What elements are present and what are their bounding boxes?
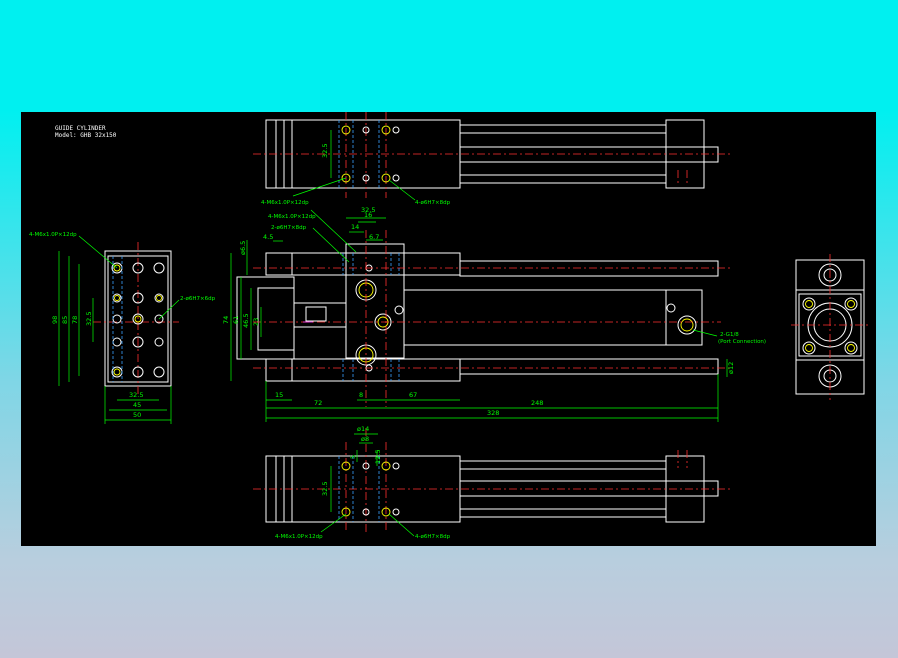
dim-98: 98 <box>51 316 59 324</box>
dim-74: 74 <box>222 316 230 324</box>
dim-85: 85 <box>61 316 69 324</box>
note-side-pin: 2-ø6H7×6dp <box>180 296 216 302</box>
dim-67: 67 <box>409 391 417 399</box>
note-port-sub: (Port Connection) <box>718 339 766 345</box>
note-top-pin: 4-ø6H7×8dp <box>415 200 451 206</box>
dim-15: 15 <box>275 391 283 399</box>
dim-6-7: 6.7 <box>369 233 379 241</box>
note-bottom-thread: 4-M6x1.0P×12dp <box>275 534 323 540</box>
dim-top-32-5: 32.5 <box>321 144 329 158</box>
dim-16: 16 <box>364 211 372 219</box>
right-end-view <box>791 254 869 400</box>
note-top-thread: 4-M6x1.0P×12dp <box>261 200 309 206</box>
dim-mid-32-5: 32.5 <box>361 206 375 214</box>
dim-bot-12-5: 12.5 <box>374 450 382 464</box>
note-side-thread: 4-M6x1.0P×12dp <box>29 232 77 238</box>
dim-side-bottom-32-5: 32.5 <box>129 391 143 399</box>
dim-4-5: 4.5 <box>263 233 273 241</box>
drawing-viewport[interactable]: GUIDE CYLINDER Model: GHB 32x150 32.5 4-… <box>21 112 876 546</box>
dim-61: 61 <box>232 316 240 324</box>
front-view: 32.5 16 14 6.7 4.5 ø6.5 4-M6x1.0P×12dp 2… <box>222 206 766 422</box>
note-bottom-pin: 4-ø6H7×8dp <box>415 534 451 540</box>
dim-side-32-5: 32.5 <box>85 312 93 326</box>
bottom-view: ø14 ø8 12.5 5 32.5 4-M6x1.0P×12dp 4-ø6H7… <box>253 425 731 540</box>
dim-46-5: 46.5 <box>242 314 250 328</box>
dim-8: 8 <box>359 391 363 399</box>
dim-rod-12: ø12 <box>727 362 735 374</box>
dim-6-5: ø6.5 <box>239 241 247 255</box>
dim-328: 328 <box>487 409 499 417</box>
dim-248: 248 <box>531 399 543 407</box>
note-mid-pin: 2-ø6H7×8dp <box>271 225 307 231</box>
dim-bot-32-5: 32.5 <box>321 482 329 496</box>
dim-45: 45 <box>133 401 141 409</box>
dim-50: 50 <box>133 411 141 419</box>
drawing-model: Model: GHB 32x150 <box>55 132 117 139</box>
dim-bot-14: ø14 <box>357 425 369 433</box>
dim-14: 14 <box>351 223 359 231</box>
dim-23: 23 <box>252 318 260 326</box>
left-side-view: 98 85 78 32.5 32.5 45 50 4-M6x1.0P×12dp … <box>29 232 216 424</box>
note-mid-thread: 4-M6x1.0P×12dp <box>268 214 316 220</box>
dim-78: 78 <box>71 316 79 324</box>
dim-72: 72 <box>314 399 322 407</box>
cad-drawing: GUIDE CYLINDER Model: GHB 32x150 32.5 4-… <box>29 112 869 540</box>
dim-bot-8: ø8 <box>361 435 369 443</box>
note-port: 2-G1/8 <box>720 332 739 338</box>
top-view: 32.5 4-M6x1.0P×12dp 4-ø6H7×8dp <box>253 112 731 206</box>
dim-bot-5: 5 <box>349 455 357 459</box>
drawing-title: GUIDE CYLINDER <box>55 125 106 132</box>
